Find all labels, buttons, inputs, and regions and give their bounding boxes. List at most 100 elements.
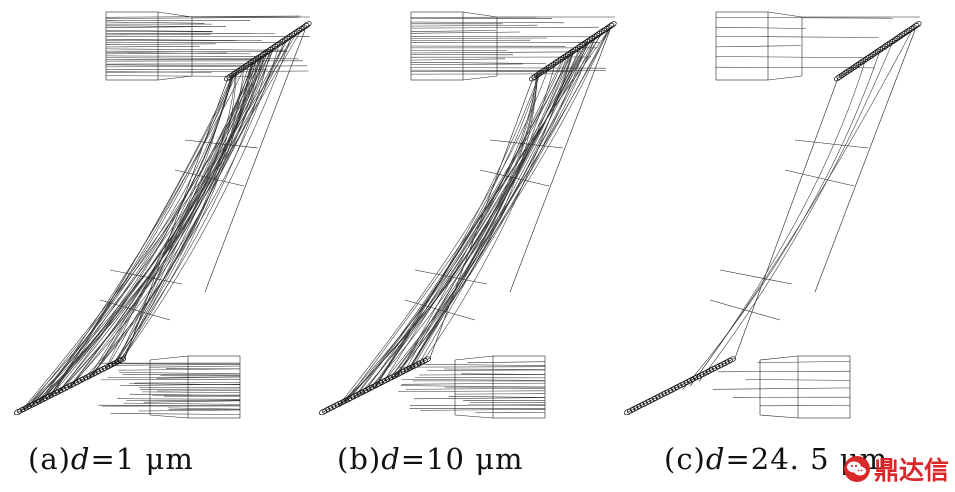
deposit-loop xyxy=(410,362,419,370)
streamline xyxy=(410,67,607,69)
deposit-loop xyxy=(718,361,727,368)
deposit-loop xyxy=(80,375,89,382)
deposit-loop xyxy=(58,386,67,393)
top-inlet-block xyxy=(105,11,159,81)
deposit-loop xyxy=(543,64,552,72)
streamline xyxy=(92,60,255,377)
streamline xyxy=(123,402,241,405)
deposit-loop xyxy=(636,402,645,409)
streamline xyxy=(338,75,537,406)
deposit-loop xyxy=(633,404,642,411)
deposit-loop xyxy=(353,391,362,398)
deposit-loop xyxy=(23,404,32,411)
streamline xyxy=(410,37,548,39)
streamline xyxy=(114,63,250,366)
top-inlet-edge xyxy=(767,75,803,81)
streamline xyxy=(367,74,539,392)
deposit-loop xyxy=(102,364,111,371)
streamline xyxy=(119,383,241,386)
streamline xyxy=(117,61,254,364)
bottom-outlet-block xyxy=(187,355,241,419)
deposit-loop xyxy=(836,73,845,80)
deposit-loop xyxy=(20,405,29,412)
deposit-loop xyxy=(841,69,850,77)
streamline xyxy=(70,53,266,388)
streamline xyxy=(80,66,245,383)
streamline xyxy=(49,70,238,398)
deposit-loop xyxy=(668,386,677,393)
deposit-loop xyxy=(848,64,857,72)
deposit-loop xyxy=(608,21,617,28)
streamline xyxy=(36,74,234,404)
streamline xyxy=(21,47,275,412)
deposit-loop xyxy=(48,391,57,398)
deposit-loop xyxy=(226,73,235,80)
deposit-loop xyxy=(702,369,711,376)
deposit-loop xyxy=(591,32,600,40)
deposit-loop xyxy=(13,408,23,416)
streamline xyxy=(401,379,546,381)
deposit-loop xyxy=(594,30,603,38)
deposit-loop xyxy=(531,73,540,80)
deposit-loop xyxy=(416,359,425,366)
streamline xyxy=(49,61,253,398)
streamline xyxy=(410,51,582,54)
streamline xyxy=(149,365,241,368)
panel-c-deposits xyxy=(623,21,922,416)
deposit-loop xyxy=(83,373,92,381)
deposit-loop xyxy=(385,375,394,382)
streamline xyxy=(122,374,241,376)
deposit-loop xyxy=(891,35,900,43)
deposit-loop xyxy=(231,69,240,77)
streamline xyxy=(105,25,203,27)
deposit-loop xyxy=(865,53,874,61)
deposit-loop xyxy=(560,53,569,61)
top-inlet-edge xyxy=(157,75,193,81)
caption-b-var: d xyxy=(381,442,401,476)
streamline xyxy=(357,55,568,397)
deposit-loop xyxy=(363,386,372,393)
top-inlet-edge xyxy=(767,11,803,18)
channel-outline xyxy=(814,29,916,293)
deposit-loop xyxy=(562,52,571,59)
streamline xyxy=(345,74,538,403)
streamline xyxy=(682,50,881,390)
streamline xyxy=(340,37,596,405)
streamline xyxy=(24,53,265,410)
panel-c-diagram xyxy=(623,11,922,419)
streamline xyxy=(715,26,806,29)
deposit-loop xyxy=(894,34,903,41)
deposit-loop xyxy=(570,47,578,54)
deposit-loop xyxy=(262,48,271,56)
deposit-loop xyxy=(899,30,908,38)
streamline xyxy=(362,72,541,394)
deposit-loop xyxy=(690,375,699,382)
streamline xyxy=(114,364,241,366)
deposit-loop xyxy=(350,392,359,400)
deposit-loop xyxy=(238,64,247,72)
streamline xyxy=(117,398,241,400)
streamline xyxy=(105,55,267,57)
streamline xyxy=(41,39,288,402)
streamline xyxy=(143,400,241,403)
deposit-loop xyxy=(117,356,126,363)
deposit-loop xyxy=(855,60,864,67)
streamline xyxy=(410,24,538,27)
streamline xyxy=(167,407,241,410)
cross-section xyxy=(784,169,855,187)
streamline xyxy=(698,42,893,382)
panel-c-geometry xyxy=(627,11,921,419)
deposit-loop xyxy=(627,407,636,414)
streamline xyxy=(110,49,271,368)
deposit-loop xyxy=(286,32,295,40)
deposit-loop xyxy=(375,380,384,387)
bottom-outlet-edge xyxy=(454,414,494,419)
watermark: 鼎达信 xyxy=(842,452,949,486)
deposit-loop xyxy=(565,50,574,58)
deposit-loop xyxy=(51,389,60,397)
deposit-loop xyxy=(322,407,331,414)
streamline xyxy=(409,404,546,406)
caption-b-prefix: (b) xyxy=(337,442,382,476)
deposit-loop xyxy=(274,40,283,48)
deposit-loop xyxy=(228,71,237,79)
